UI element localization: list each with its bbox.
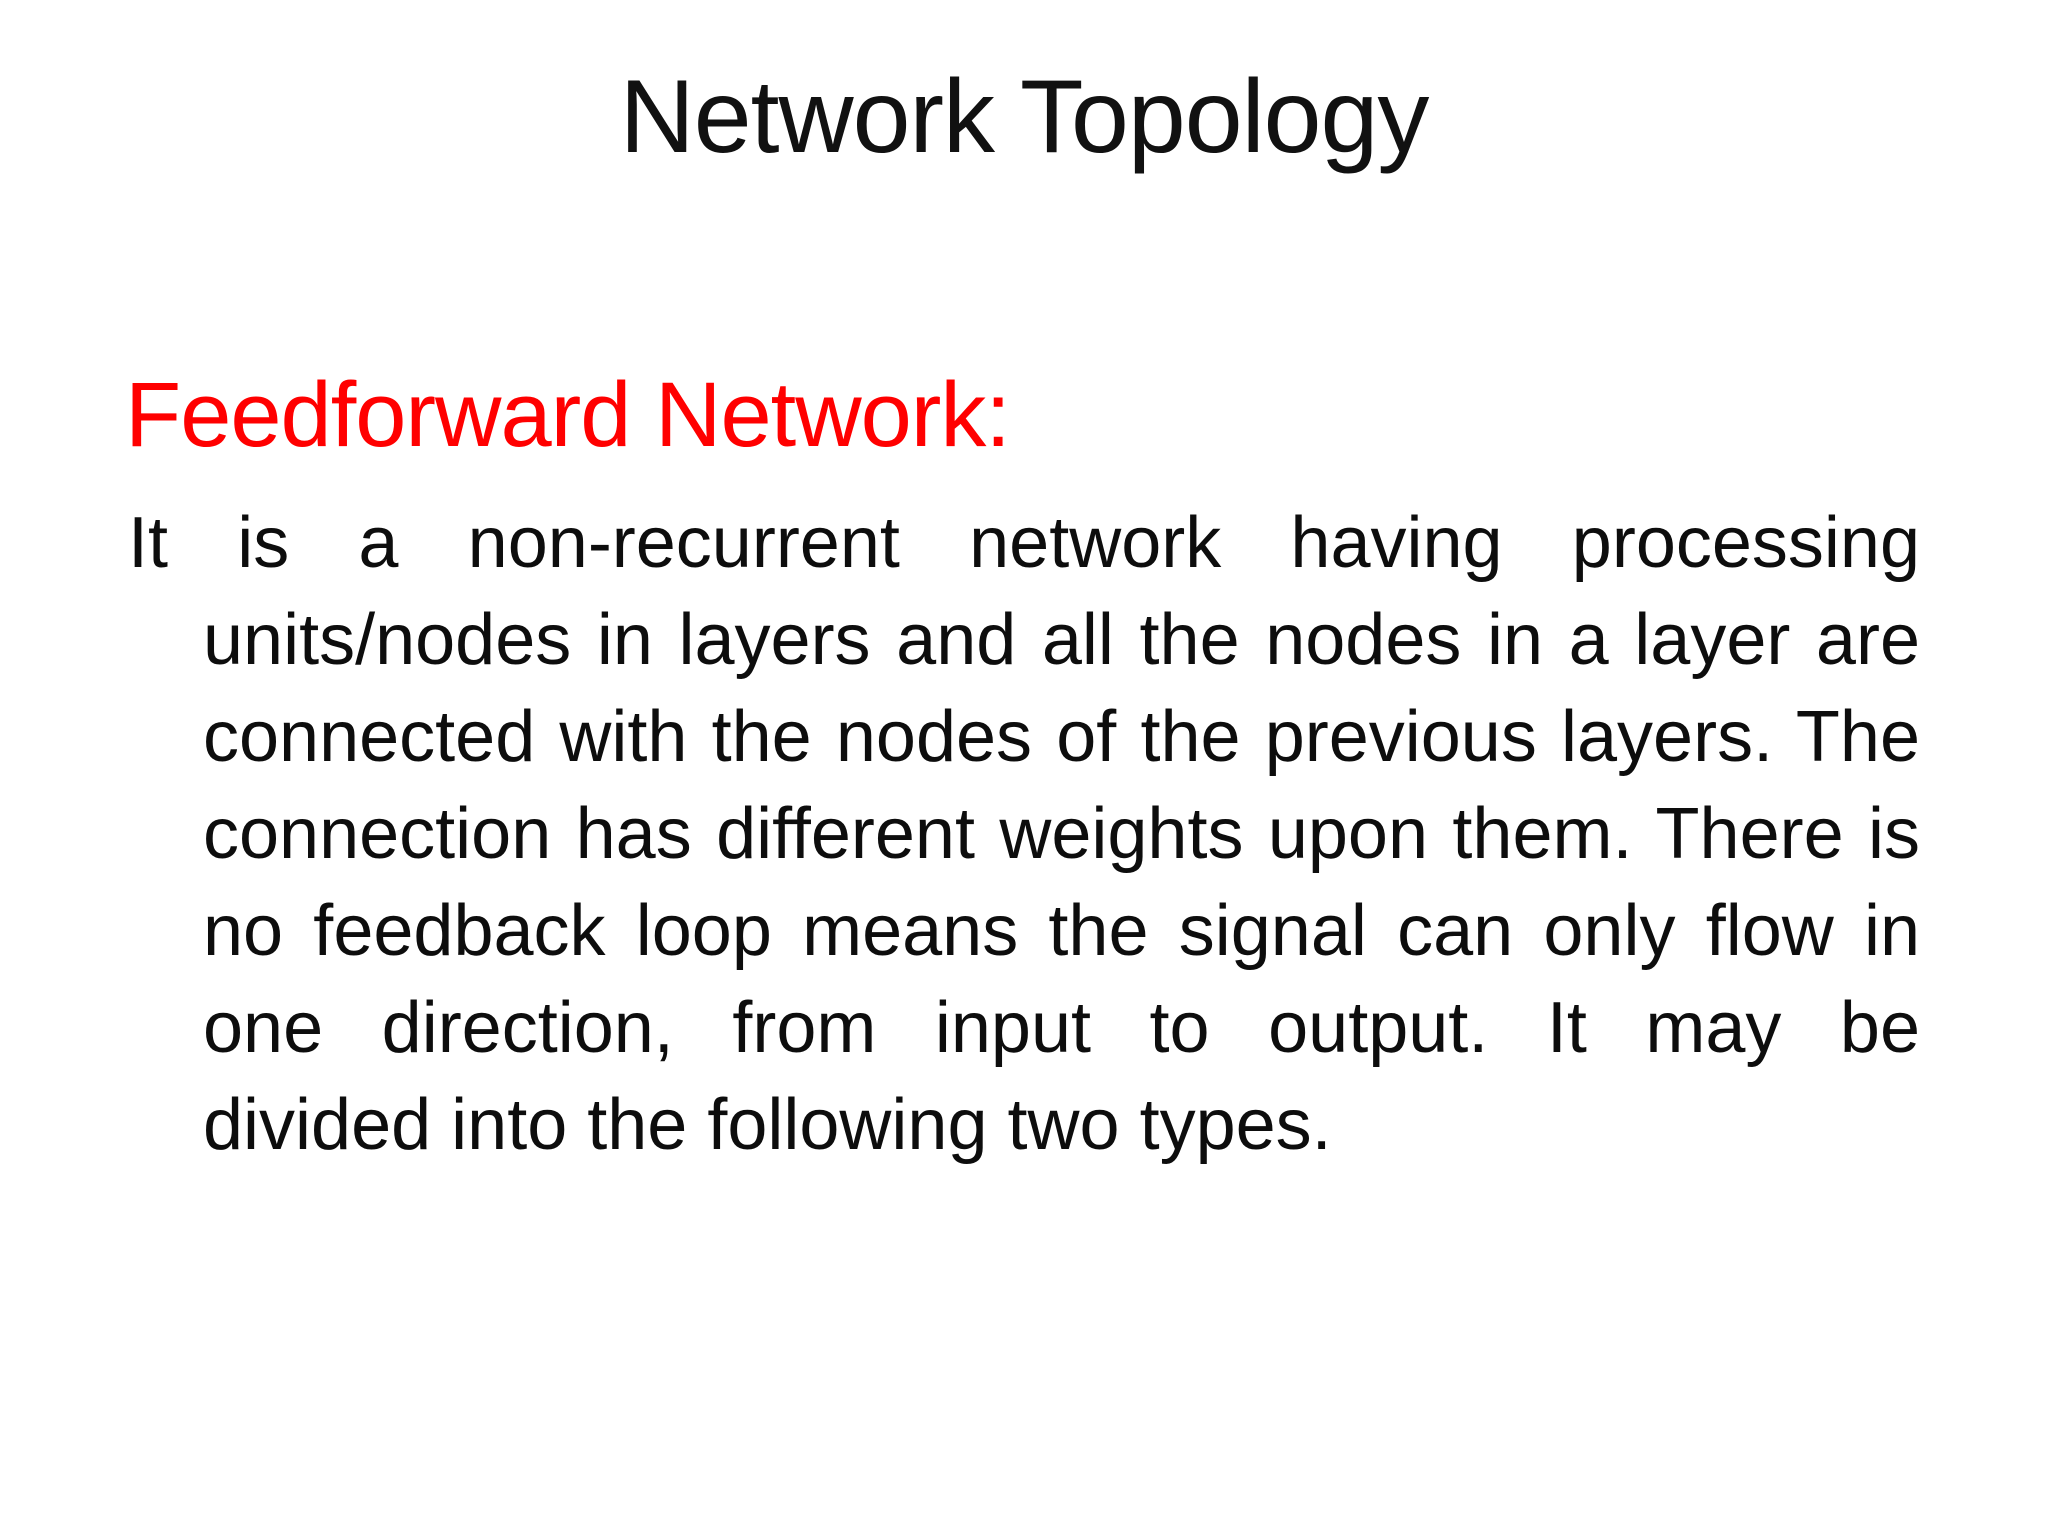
body-line: units/nodes in layers and all the nodes … bbox=[203, 600, 1920, 680]
body-line: connected with the nodes of the previous… bbox=[203, 697, 1920, 777]
body-line: one direction, from input to output. It … bbox=[203, 988, 1920, 1068]
body-line: divided into the following two types. bbox=[203, 1085, 1332, 1165]
slide-title: Network Topology bbox=[619, 59, 1430, 175]
body-line: no feedback loop means the signal can on… bbox=[203, 891, 1920, 971]
section-heading-feedforward-network: Feedforward Network: bbox=[125, 364, 1011, 466]
body-line: It is a non-recurrent network having pro… bbox=[128, 503, 1920, 583]
body-line: connection has different weights upon th… bbox=[203, 794, 1920, 874]
body-paragraph: It is a non-recurrent network having pro… bbox=[128, 495, 1920, 1174]
